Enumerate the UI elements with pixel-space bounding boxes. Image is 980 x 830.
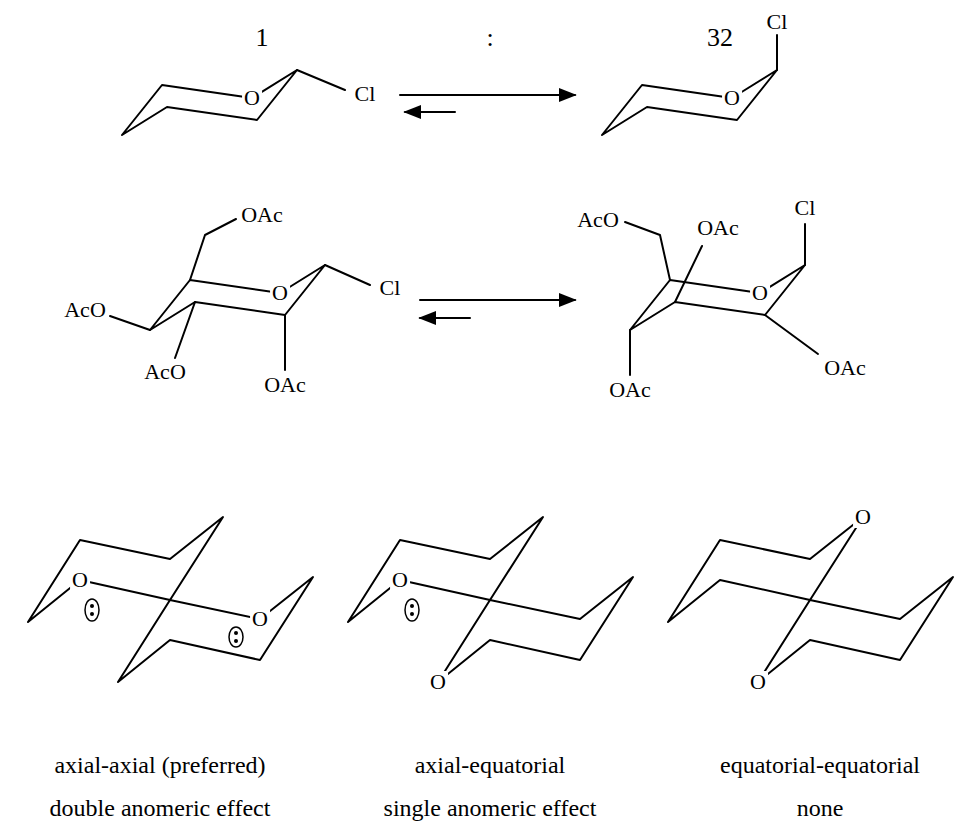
bond bbox=[804, 224, 806, 265]
chair-ring bbox=[122, 70, 297, 135]
caption: axial-axial (preferred) bbox=[54, 753, 265, 777]
chair-ring bbox=[758, 577, 953, 682]
equilibrium-arrow bbox=[420, 299, 575, 301]
bond bbox=[325, 265, 370, 285]
equilibrium-arrow bbox=[420, 317, 470, 319]
chair-ring bbox=[118, 577, 313, 682]
ratio-separator: : bbox=[486, 25, 493, 51]
bond bbox=[297, 70, 345, 90]
chair-ring bbox=[438, 577, 633, 682]
atom-label: Cl bbox=[793, 197, 818, 219]
atom-label: OAc bbox=[262, 374, 308, 396]
ratio-number: 1 bbox=[256, 25, 269, 51]
atom-label: OAc bbox=[695, 217, 741, 239]
bond bbox=[675, 246, 702, 302]
caption: equatorial-equatorial bbox=[720, 753, 920, 777]
atom-label: Cl bbox=[378, 277, 403, 299]
bond bbox=[625, 222, 670, 280]
atom-label: O bbox=[70, 569, 90, 591]
lone-pair-dot bbox=[410, 604, 414, 608]
lone-pair bbox=[229, 627, 243, 647]
lone-pair-dot bbox=[234, 631, 238, 635]
chair-ring bbox=[668, 517, 863, 622]
atom-label: O bbox=[750, 282, 770, 304]
atom-label: O bbox=[250, 608, 270, 630]
atom-label: Cl bbox=[353, 83, 378, 105]
bond bbox=[190, 219, 236, 280]
atom-label: AcO bbox=[575, 209, 621, 231]
lone-pair-dot bbox=[90, 612, 94, 616]
atom-label: O bbox=[748, 671, 768, 693]
lone-pair-dot bbox=[234, 639, 238, 643]
atom-label: Cl bbox=[765, 11, 790, 33]
equilibrium-arrow bbox=[405, 111, 455, 113]
atom-label: O bbox=[853, 506, 873, 528]
chair-ring bbox=[602, 70, 777, 135]
atom-label: O bbox=[722, 87, 742, 109]
atom-label: AcO bbox=[142, 361, 188, 383]
lone-pair-dot bbox=[90, 604, 94, 608]
caption: none bbox=[797, 796, 844, 820]
atom-label: OAc bbox=[239, 204, 285, 226]
bond bbox=[110, 316, 150, 330]
lone-pair-dot bbox=[410, 612, 414, 616]
chair-ring bbox=[150, 265, 325, 330]
lone-pair bbox=[405, 599, 419, 621]
atom-label: O bbox=[428, 671, 448, 693]
chair-ring bbox=[348, 517, 543, 622]
chair-ring bbox=[28, 517, 223, 622]
equilibrium-arrow bbox=[400, 94, 575, 96]
bond bbox=[776, 35, 778, 70]
chair-ring bbox=[630, 265, 805, 330]
ratio-number: 32 bbox=[707, 25, 733, 51]
caption: single anomeric effect bbox=[384, 796, 597, 820]
bond bbox=[765, 315, 818, 354]
bond bbox=[629, 330, 631, 375]
atom-label: O bbox=[242, 87, 262, 109]
atom-label: O bbox=[390, 569, 410, 591]
bond bbox=[175, 302, 195, 358]
atom-label: AcO bbox=[62, 299, 108, 321]
caption: double anomeric effect bbox=[50, 796, 271, 820]
caption: axial-equatorial bbox=[415, 753, 566, 777]
atom-label: OAc bbox=[822, 357, 868, 379]
bond bbox=[284, 315, 286, 370]
atom-label: O bbox=[270, 282, 290, 304]
lone-pair bbox=[85, 599, 99, 621]
atom-label: OAc bbox=[607, 379, 653, 401]
